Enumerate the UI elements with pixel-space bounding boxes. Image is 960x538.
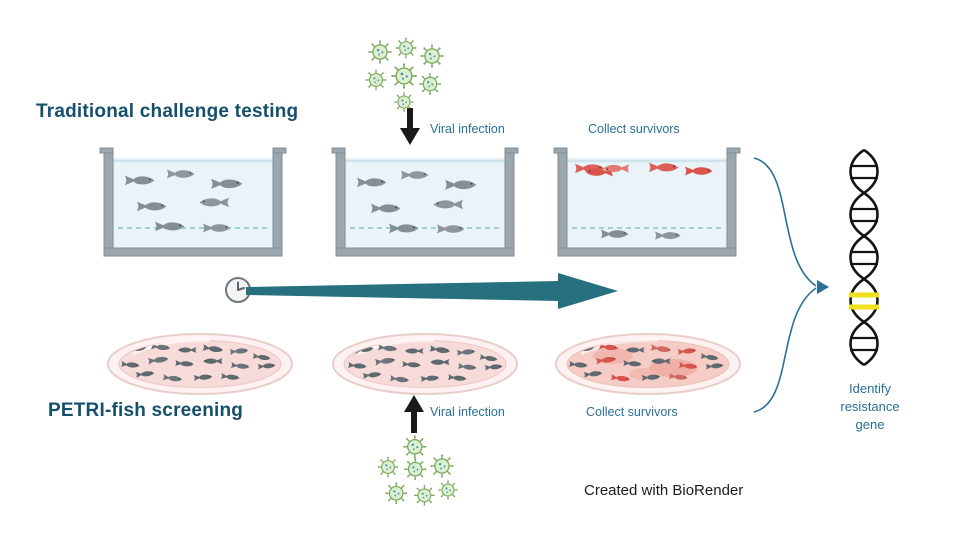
petri-dish-2 (332, 333, 518, 395)
dna-helix-icon (849, 148, 879, 367)
fish-tank-1 (99, 147, 287, 257)
timeline-arrow (246, 273, 618, 309)
merge-brace (753, 157, 829, 413)
fish-tank-2 (331, 147, 519, 257)
clock-icon (225, 277, 251, 303)
viral-infection-arrow-bottom (404, 395, 424, 433)
resistance-gene-highlight (849, 292, 879, 310)
petri-dish-3-survivors (555, 333, 741, 395)
collect-survivors-label-bottom: Collect survivors (586, 405, 678, 419)
virus-cluster-top (365, 37, 445, 113)
top-row-title: Traditional challenge testing (36, 101, 299, 122)
outcome-label: Identify resistance gene (840, 381, 900, 433)
viral-infection-label-top: Viral infection (430, 122, 505, 136)
fish-tank-3-survivors (553, 147, 741, 257)
virus-cluster-bottom (377, 434, 459, 507)
bottom-row-title: PETRI-fish screening (48, 400, 244, 421)
collect-survivors-label-top: Collect survivors (588, 122, 680, 136)
viral-infection-arrow-top (400, 108, 420, 145)
biorender-credit: Created with BioRender (584, 482, 744, 499)
petri-dish-1 (107, 333, 293, 395)
viral-infection-label-bottom: Viral infection (430, 405, 505, 419)
